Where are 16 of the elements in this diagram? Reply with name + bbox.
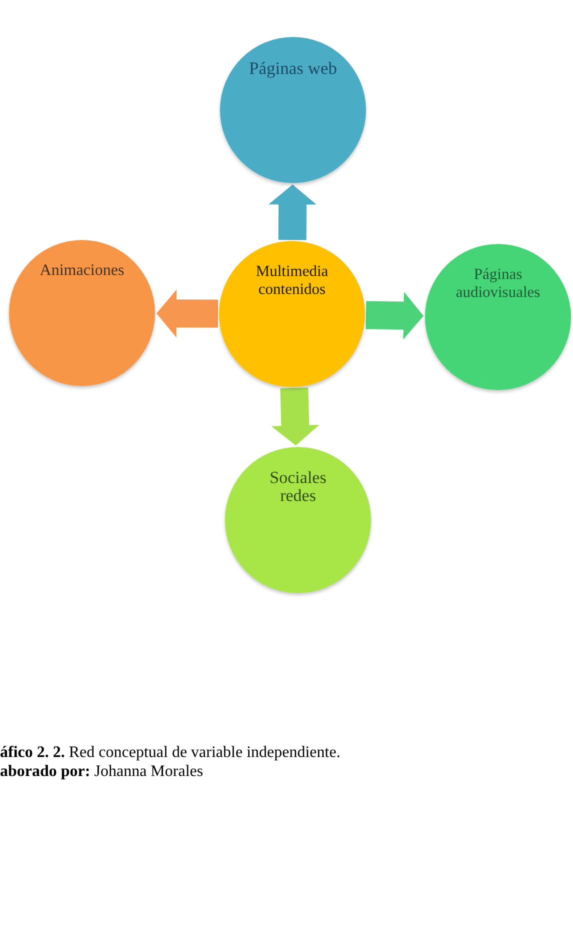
block-arrow: [268, 184, 317, 240]
circle-node: [220, 37, 366, 183]
circle-node: [425, 244, 571, 390]
credit-line: aborado por: Johanna Morales: [0, 762, 204, 781]
figure-caption: áfico 2. 2. Red conceptual de variable independiente.: [0, 743, 340, 762]
node-label: Sociales redes: [268, 469, 328, 505]
block-arrow: [366, 292, 424, 340]
node-label: Páginas audiovisuales: [454, 266, 542, 302]
node-label: Multimedia contenidos: [254, 263, 330, 299]
block-arrow: [271, 388, 320, 446]
circle-node: [225, 447, 371, 593]
node-label: Animaciones: [38, 262, 126, 280]
block-arrow: [156, 289, 218, 338]
circle-node: [9, 240, 155, 386]
node-label: Páginas web: [248, 59, 338, 77]
circle-node: [219, 241, 365, 387]
